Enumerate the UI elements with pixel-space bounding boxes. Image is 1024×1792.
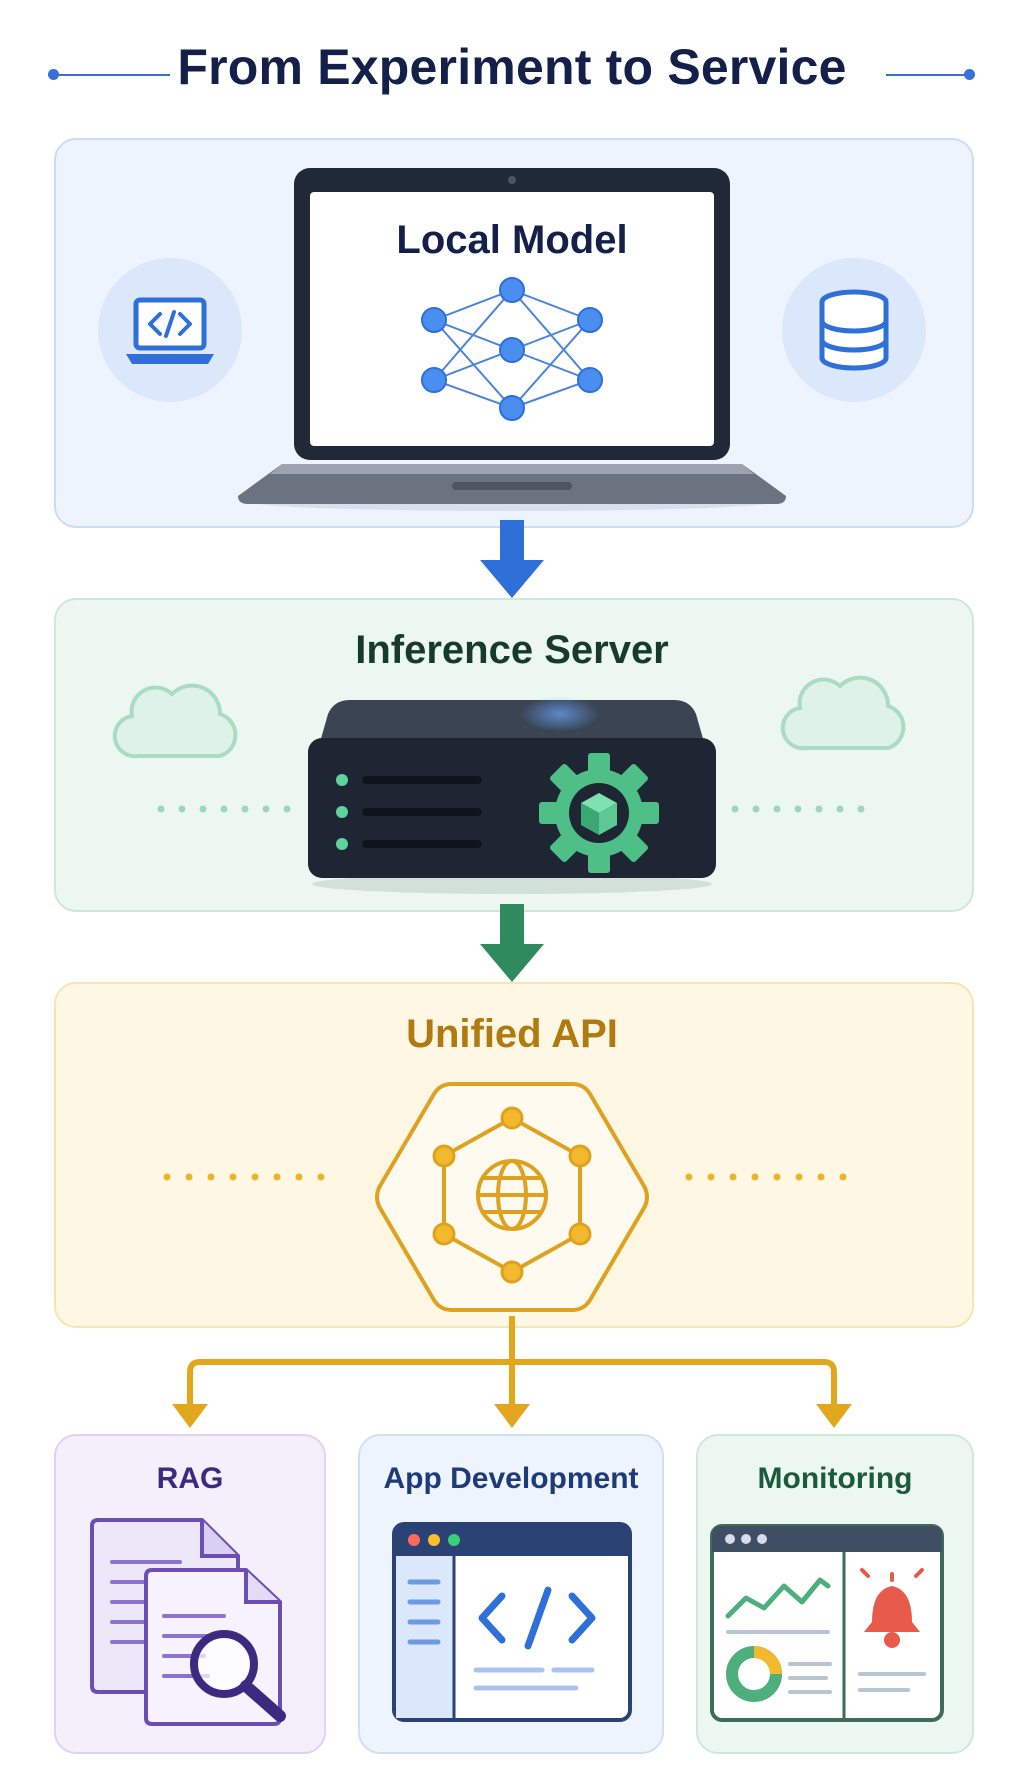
arrow-down-icon-blue: [480, 520, 544, 598]
laptop-icon: [238, 168, 786, 511]
code-window-icon: [392, 1522, 632, 1722]
branch-connector: [172, 1316, 852, 1428]
dotted-line-right-green: [731, 805, 865, 813]
title-dot-left: [48, 69, 59, 80]
document-search-icon: [90, 1518, 286, 1726]
globe-network-icon: [362, 1075, 662, 1319]
local-model-label: Local Model: [396, 218, 628, 262]
title-rule-right: [886, 74, 966, 76]
page-title: From Experiment to Service: [177, 39, 847, 95]
arrow-down-icon-green: [480, 904, 544, 982]
title-dot-right: [964, 69, 975, 80]
dotted-line-left-green: [157, 805, 291, 813]
cloud-icon-right: [780, 675, 906, 751]
cloud-icon-left: [112, 683, 238, 759]
database-icon: [782, 258, 926, 402]
inference-server-label: Inference Server: [355, 628, 669, 672]
rag-label: RAG: [156, 1462, 224, 1495]
code-laptop-icon: [98, 258, 242, 402]
unified-api-label: Unified API: [406, 1012, 618, 1056]
dashboard-icon: [710, 1524, 944, 1722]
app-development-label: App Development: [383, 1462, 639, 1495]
monitoring-label: Monitoring: [757, 1462, 913, 1495]
title-rule-left: [58, 74, 170, 76]
neural-network-icon: [421, 277, 603, 421]
gear-cube-icon: [539, 753, 659, 873]
dotted-line-left-gold: [163, 1173, 325, 1181]
dotted-line-right-gold: [685, 1173, 847, 1181]
